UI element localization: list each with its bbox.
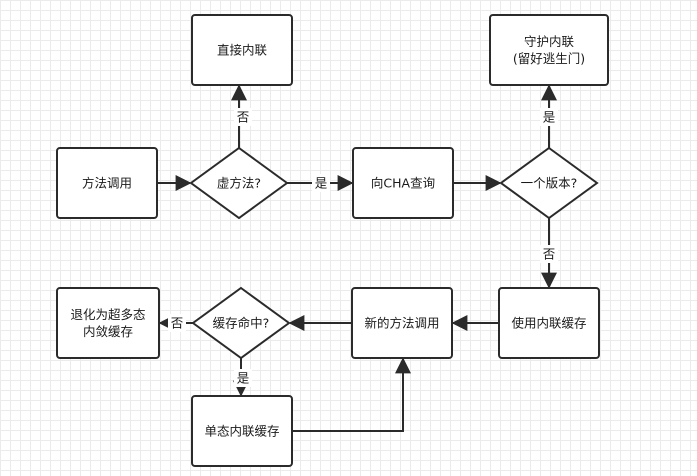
- node-label: 直接内联: [217, 43, 268, 58]
- node-label: 缓存命中?: [213, 316, 270, 331]
- process-box: [489, 14, 609, 86]
- edge-label-bg: [540, 245, 558, 263]
- edge-label-virtual-to-direct: 否: [237, 110, 250, 125]
- node-label: 退化为超多态: [70, 307, 145, 322]
- edge-virtual-to-direct: 否: [231, 84, 252, 148]
- decision-diamond: [499, 146, 599, 220]
- node-monomorphic: 单态内联缓存: [191, 395, 293, 467]
- node-label: 向CHA查询: [371, 176, 435, 191]
- edge-label-bg: [540, 108, 558, 126]
- process-box: [351, 287, 453, 359]
- node-label: 守护内联: [524, 34, 575, 49]
- process-box: [56, 287, 160, 359]
- node-label: 内敛缓存: [83, 324, 133, 339]
- edge-label-bg: [168, 314, 186, 332]
- process-box: [56, 147, 158, 219]
- edge-mono-to-newcall: [292, 357, 411, 432]
- node-label: (留好逃生门): [513, 51, 585, 66]
- node-label: 新的方法调用: [364, 316, 439, 331]
- node-guarded-inline: 守护内联 (留好逃生门): [489, 14, 609, 86]
- edge-label-virtual-to-cha: 是: [315, 176, 328, 191]
- edge-label-bg: [234, 369, 252, 387]
- edge-label-hit-to-mono: 是: [237, 371, 250, 386]
- node-label: 使用内联缓存: [511, 316, 586, 331]
- node-label: 方法调用: [82, 176, 132, 191]
- edge-label-bg: [234, 108, 252, 126]
- process-box: [352, 147, 454, 219]
- edge-label-version-to-cache: 否: [543, 247, 556, 262]
- decision-diamond: [189, 146, 289, 220]
- node-use-inline-cache: 使用内联缓存: [498, 287, 600, 359]
- edge-line-mono-to-newcall: [292, 357, 411, 432]
- edge-version-to-cache: 否: [540, 218, 558, 289]
- node-cache-hit: 缓存命中?: [191, 286, 291, 360]
- node-label: 单态内联缓存: [204, 424, 279, 439]
- edge-label-version-to-guarded: 是: [543, 110, 556, 125]
- edge-virtual-to-cha: 是: [287, 174, 354, 192]
- edge-hit-to-mono: 是: [233, 358, 252, 397]
- node-label: 虚方法?: [217, 176, 261, 191]
- process-box: [498, 287, 600, 359]
- node-virtual-method: 虚方法?: [189, 146, 289, 220]
- decision-diamond: [191, 286, 291, 360]
- node-label: 一个版本?: [521, 176, 578, 191]
- edge-version-to-guarded: 是: [540, 84, 558, 148]
- edge-label-hit-to-mega: 否: [171, 316, 184, 331]
- node-new-method-call: 新的方法调用: [351, 287, 453, 359]
- edge-hit-to-mega: 否: [158, 314, 193, 332]
- edge-label-bg: [312, 174, 330, 192]
- node-query-cha: 向CHA查询: [352, 147, 454, 219]
- process-box: [191, 14, 293, 86]
- node-method-call: 方法调用: [56, 147, 158, 219]
- node-direct-inline: 直接内联: [191, 14, 293, 86]
- process-box: [191, 395, 293, 467]
- node-one-version: 一个版本?: [499, 146, 599, 220]
